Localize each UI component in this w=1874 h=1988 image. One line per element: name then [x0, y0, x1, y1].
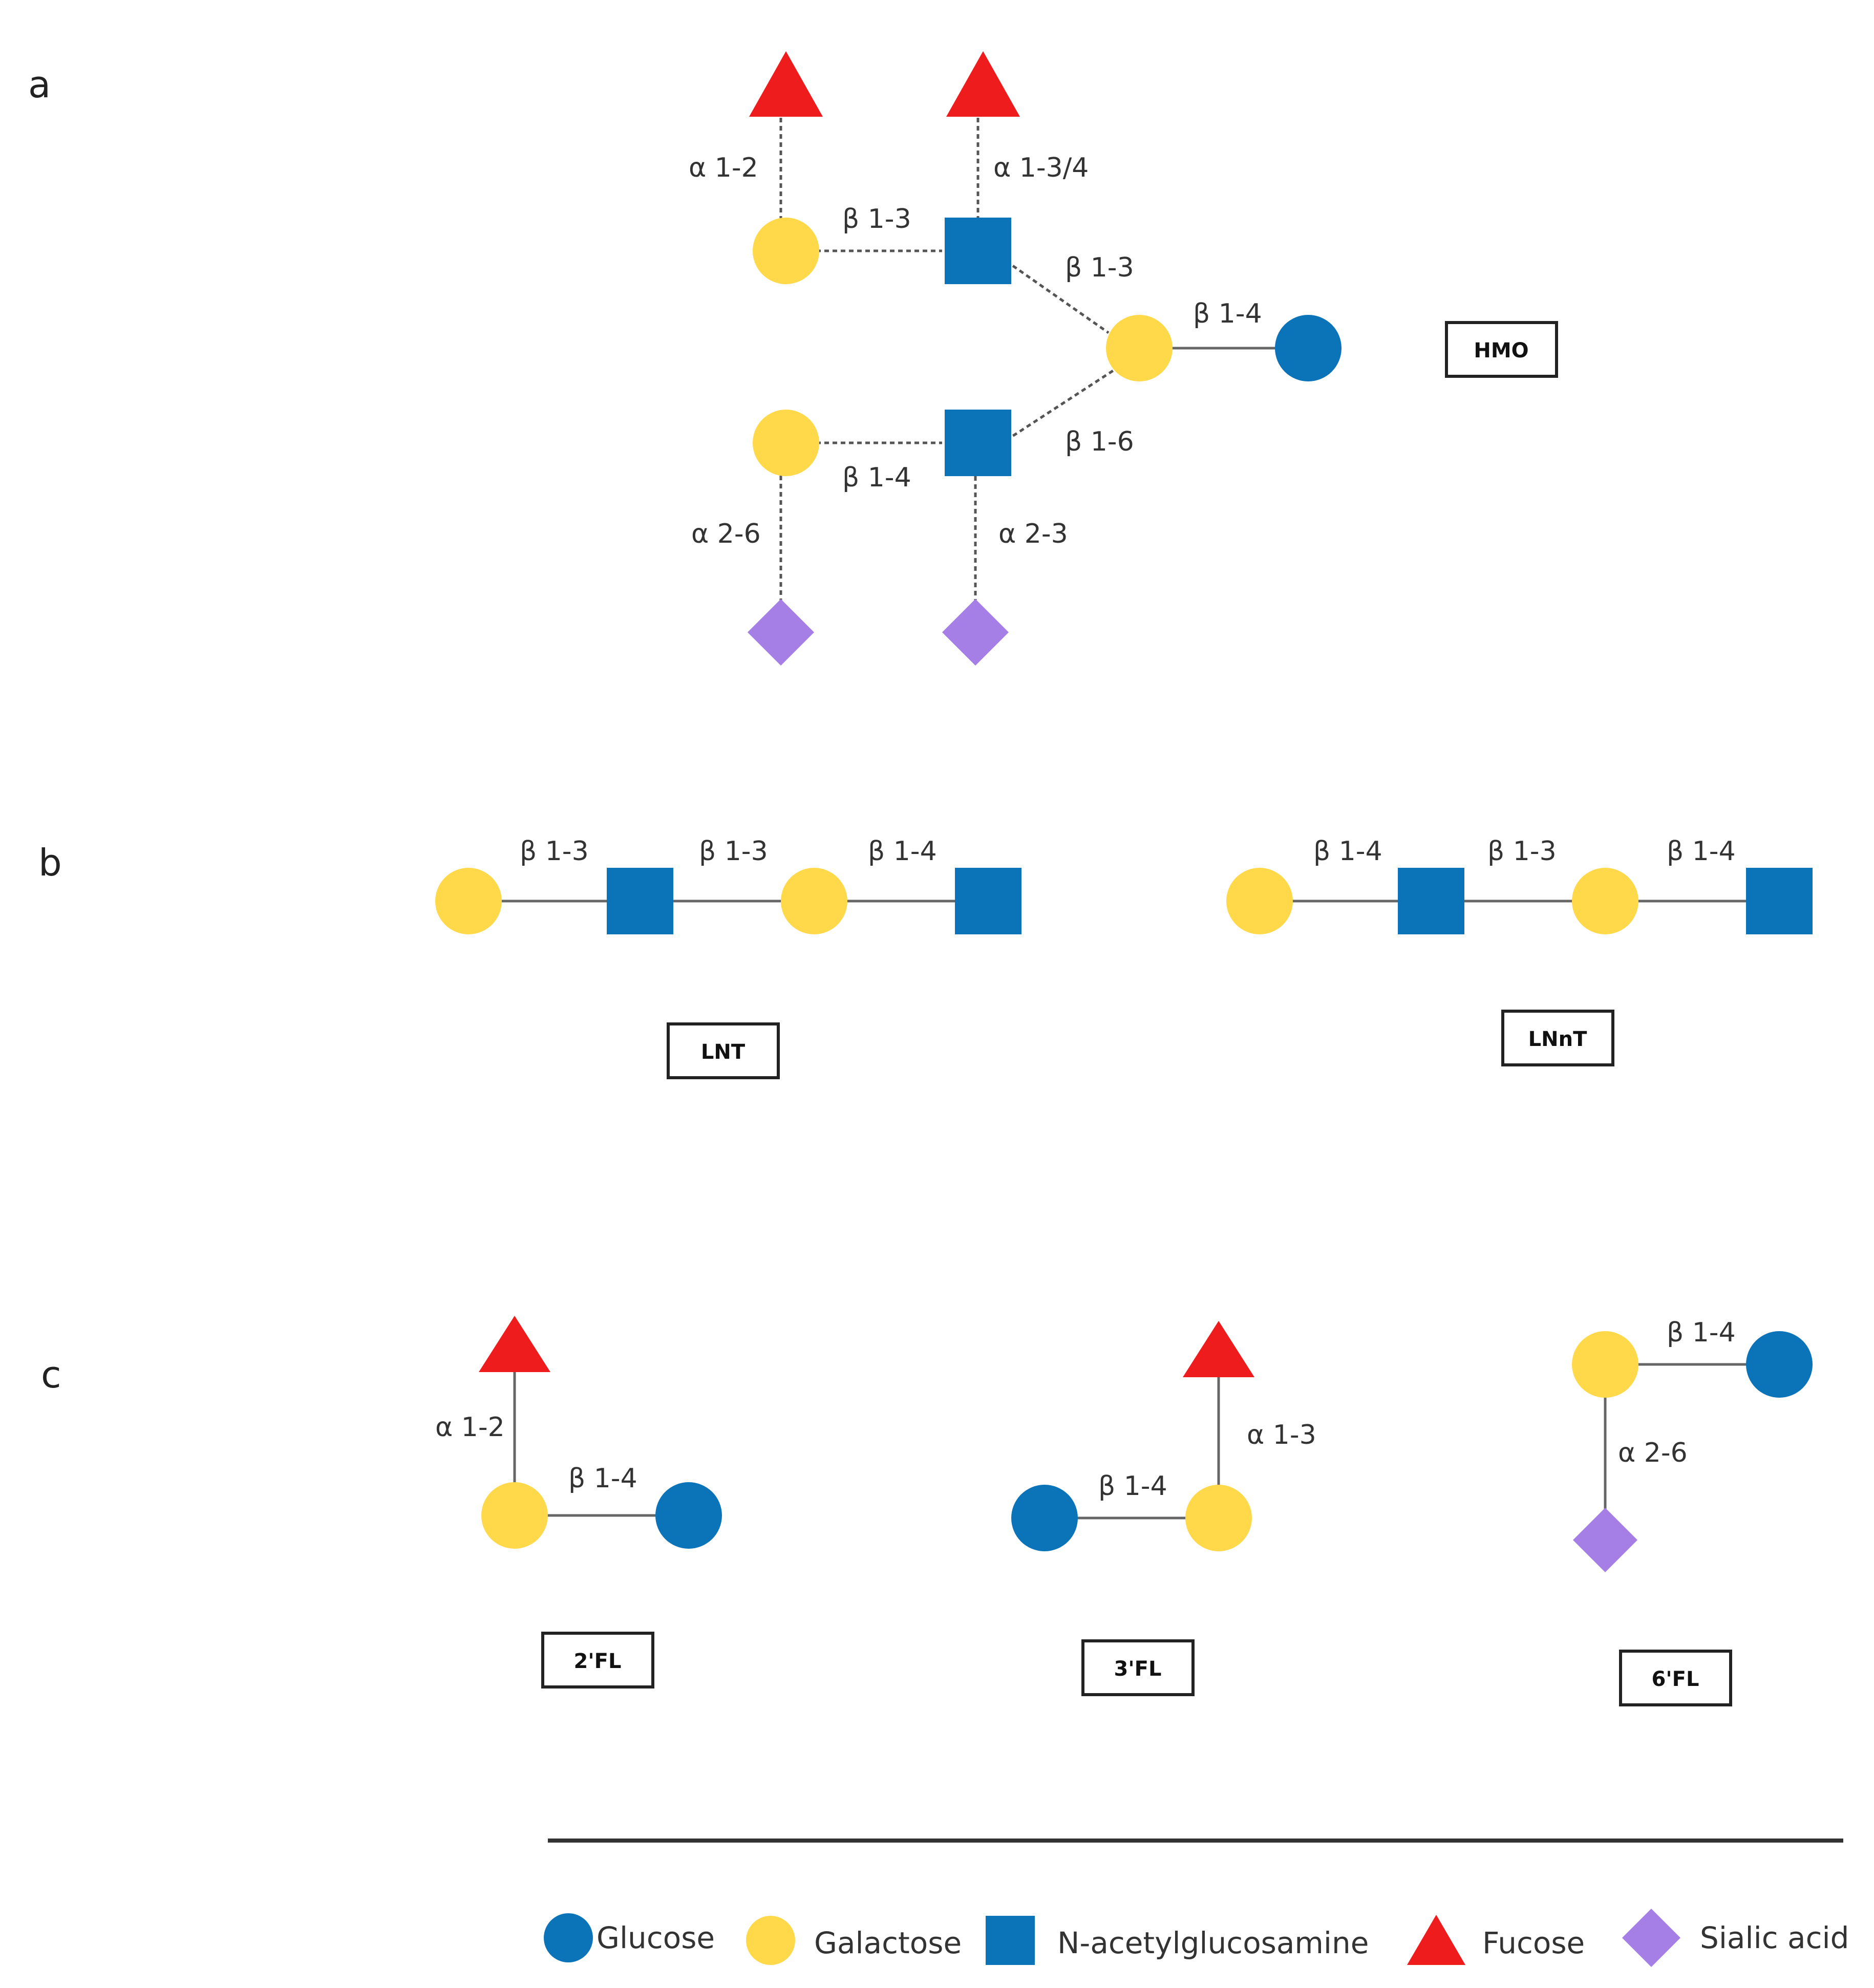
linkage-label: β 1-3 [699, 836, 768, 867]
n-acetylglucosamine-square-icon [986, 1916, 1035, 1965]
legend-item-glucose: Glucose [544, 1913, 715, 1962]
fucose-triangle-icon [479, 1316, 550, 1372]
linkage-label: α 2-6 [1618, 1438, 1688, 1468]
legend-item-n-acetylglucosamine: N-acetylglucosamine [986, 1916, 1369, 1965]
linkage-label: β 1-4 [842, 462, 911, 493]
structure-box-6fl: 6'FL [1619, 1650, 1732, 1706]
galactose-circle-icon [1106, 315, 1173, 381]
bond-glcnac-gal-bottom [1005, 367, 1117, 442]
fucose-triangle-icon [1407, 1915, 1465, 1965]
galactose-circle-icon [781, 868, 847, 934]
linkage-label: β 1-3 [1487, 836, 1557, 867]
sialic-acid-diamond-icon [1573, 1508, 1637, 1572]
legend-label: Galactose [814, 1926, 962, 1960]
n-acetylglucosamine-square-icon [955, 868, 1021, 934]
glucose-circle-icon [1275, 315, 1341, 381]
n-acetylglucosamine-square-icon [945, 410, 1011, 476]
linkage-label: α 1-2 [435, 1412, 505, 1443]
galactose-circle-icon [753, 410, 819, 476]
legend-label: Glucose [597, 1920, 715, 1955]
legend-item-galactose: Galactose [746, 1916, 962, 1965]
structure-name: 2'FL [574, 1650, 622, 1673]
glucose-circle-icon [544, 1913, 593, 1962]
legend-label: N-acetylglucosamine [1057, 1926, 1369, 1960]
fucose-triangle-icon [1183, 1321, 1254, 1377]
sialic-acid-diamond-icon [748, 599, 814, 666]
structure-name: LNT [701, 1040, 746, 1064]
linkage-label: β 1-3 [520, 836, 589, 867]
panel-label-b: b [38, 841, 62, 884]
fucose-triangle-icon [946, 51, 1020, 117]
structure-name: HMO [1474, 339, 1528, 362]
linkage-label: β 1-4 [868, 836, 937, 867]
galactose-circle-icon [1185, 1485, 1252, 1551]
galactose-circle-icon [1572, 1331, 1638, 1398]
legend: Glucose Galactose N-acetylglucosamine Fu… [544, 1909, 1849, 1967]
panel-label-c: c [41, 1353, 61, 1396]
legend-item-fucose: Fucose [1407, 1915, 1585, 1965]
linkage-label: β 1-3 [842, 204, 911, 234]
linkage-label: β 1-4 [1313, 836, 1382, 867]
sialic-acid-diamond-icon [942, 599, 1009, 666]
galactose-circle-icon [753, 218, 819, 284]
galactose-circle-icon [435, 868, 502, 934]
linkage-label: α 2-3 [998, 519, 1068, 549]
structure-box-lnt: LNT [667, 1022, 780, 1079]
bond-glcnac-gal-top [1005, 260, 1110, 334]
legend-item-sialic-acid: Sialic acid [1622, 1909, 1849, 1967]
glucose-circle-icon [1746, 1331, 1813, 1398]
galactose-circle-icon [746, 1916, 795, 1965]
panel-label-a: a [28, 63, 51, 106]
linkage-label: α 1-3/4 [993, 153, 1089, 183]
galactose-circle-icon [1226, 868, 1293, 934]
linkage-label: β 1-6 [1065, 426, 1134, 457]
galactose-circle-icon [481, 1482, 548, 1549]
glucose-circle-icon [1011, 1485, 1078, 1551]
linkage-label: α 1-3 [1247, 1420, 1316, 1450]
structure-name: 6'FL [1652, 1668, 1699, 1691]
n-acetylglucosamine-square-icon [1398, 868, 1464, 934]
structure-box-3fl: 3'FL [1081, 1639, 1195, 1696]
linkage-label: β 1-4 [1193, 298, 1262, 329]
linkage-label: β 1-4 [1098, 1471, 1167, 1502]
structure-box-lnnt: LNnT [1501, 1010, 1614, 1066]
structure-box-hmo: HMO [1445, 321, 1558, 378]
linkage-label: α 1-2 [689, 153, 758, 183]
n-acetylglucosamine-square-icon [945, 218, 1011, 284]
n-acetylglucosamine-square-icon [1746, 868, 1813, 934]
structure-name: LNnT [1528, 1028, 1587, 1051]
n-acetylglucosamine-square-icon [607, 868, 673, 934]
galactose-circle-icon [1572, 868, 1638, 934]
legend-label: Fucose [1482, 1926, 1585, 1960]
fucose-triangle-icon [749, 51, 823, 117]
legend-label: Sialic acid [1700, 1920, 1849, 1955]
linkage-label: β 1-3 [1065, 252, 1134, 283]
linkage-label: α 2-6 [691, 519, 761, 549]
linkage-label: β 1-4 [568, 1463, 637, 1494]
sialic-acid-diamond-icon [1622, 1909, 1680, 1967]
glucose-circle-icon [655, 1482, 722, 1549]
linkage-label: β 1-4 [1667, 1317, 1736, 1348]
structure-box-2fl: 2'FL [541, 1632, 654, 1688]
structure-name: 3'FL [1114, 1657, 1162, 1681]
linkage-label: β 1-4 [1667, 836, 1736, 867]
